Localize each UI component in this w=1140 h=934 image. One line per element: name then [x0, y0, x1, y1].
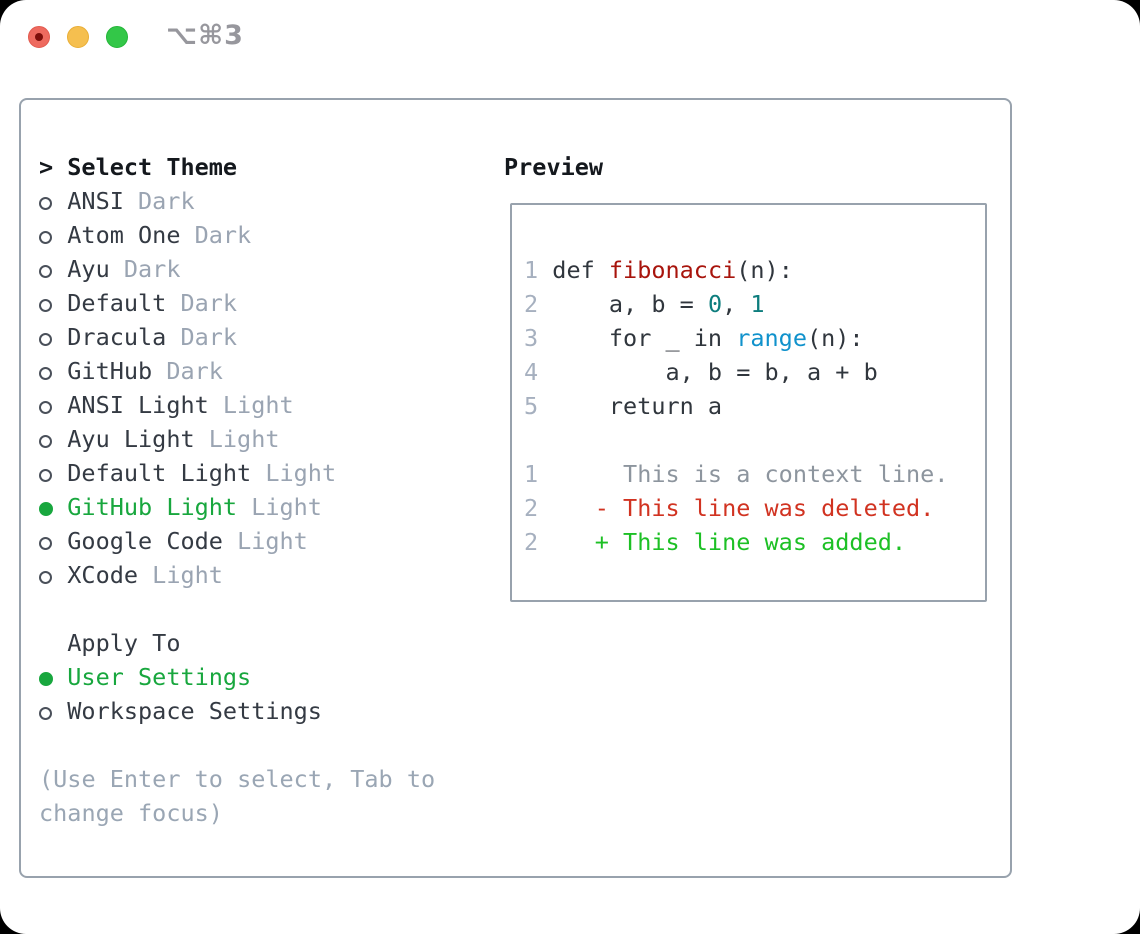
apply-to-user-settings-selected[interactable]: User Settings: [39, 660, 435, 694]
diff-added-line: 2 + This line was added.: [524, 528, 907, 556]
theme-variant: Light: [208, 425, 280, 453]
code-line-4: 4 a, b = b, a + b: [524, 358, 878, 386]
radio-selected-icon: [39, 660, 67, 694]
theme-variant: Dark: [123, 255, 181, 283]
traffic-light-zoom-button[interactable]: [106, 26, 128, 48]
theme-variant: Light: [152, 561, 223, 589]
radio-unselected-icon: [39, 558, 67, 592]
preview-pane: 1 def fibonacci(n): 2 a, b = 0, 1 3 for …: [510, 203, 987, 602]
blank-line: [524, 423, 985, 457]
number-literal: 0: [707, 290, 723, 318]
apply-to-header: Apply To: [39, 626, 435, 660]
radio-unselected-icon: [39, 184, 67, 218]
diff-context-line: 1 This is a context line.: [524, 460, 949, 488]
code-preview: 1 def fibonacci(n): 2 a, b = 0, 1 3 for …: [512, 205, 985, 559]
apply-to-title: Apply To: [67, 629, 181, 657]
theme-variant: Light: [222, 391, 294, 419]
radio-selected-icon: [39, 490, 67, 524]
line-number: 4: [524, 358, 539, 386]
titlebar: ⌥⌘3: [0, 0, 1140, 75]
line-number: 5: [524, 392, 539, 420]
code-line-3: 3 for _ in range(n):: [524, 324, 864, 352]
code-line-5: 5 return a: [524, 392, 723, 420]
radio-unselected-icon: [39, 524, 67, 558]
apply-to-workspace-settings[interactable]: Workspace Settings: [39, 694, 435, 728]
line-number: 2: [524, 528, 539, 556]
radio-unselected-icon: [39, 456, 67, 490]
traffic-light-minimize-button[interactable]: [67, 26, 89, 48]
prompt-caret-icon: >: [39, 153, 54, 181]
theme-variant: Dark: [166, 357, 223, 385]
radio-unselected-icon: [39, 422, 67, 456]
theme-variant: Dark: [180, 323, 238, 351]
close-dot-icon: [35, 33, 43, 41]
line-number: 2: [524, 290, 539, 318]
function-name: fibonacci: [608, 256, 737, 284]
code-line-2: 2 a, b = 0, 1: [524, 290, 765, 318]
radio-unselected-icon: [39, 218, 67, 252]
window-title: ⌥⌘3: [166, 20, 244, 51]
radio-unselected-icon: [39, 252, 67, 286]
theme-variant: Dark: [180, 289, 238, 317]
line-number: 2: [524, 494, 539, 522]
radio-unselected-icon: [39, 354, 67, 388]
line-number: 1: [524, 256, 539, 284]
theme-variant: Light: [251, 493, 322, 521]
spacer: [39, 728, 435, 762]
theme-variant: Dark: [194, 221, 252, 249]
radio-unselected-icon: [39, 388, 67, 422]
theme-variant: Light: [265, 459, 337, 487]
diff-deleted-line: 2 - This line was deleted.: [524, 494, 935, 522]
select-theme-header: > Select Theme: [39, 150, 435, 184]
select-theme-title: Select Theme: [67, 153, 238, 181]
number-literal: 1: [750, 290, 765, 318]
theme-variant: Dark: [138, 187, 195, 215]
radio-unselected-icon: [39, 320, 67, 354]
spacer: [39, 592, 435, 626]
preview-title: Preview: [504, 153, 604, 181]
radio-unselected-icon: [39, 694, 67, 728]
code-line-1: 1 def fibonacci(n):: [524, 256, 793, 284]
theme-variant: Light: [237, 527, 308, 555]
keyboard-hint-line-2: change focus): [39, 799, 223, 827]
radio-unselected-icon: [39, 286, 67, 320]
line-number: 3: [524, 324, 539, 352]
line-number: 1: [524, 460, 539, 488]
traffic-light-close-button[interactable]: [28, 26, 50, 48]
keyboard-hint-line-1: (Use Enter to select, Tab to: [39, 765, 436, 793]
builtin-function: range: [736, 324, 807, 352]
